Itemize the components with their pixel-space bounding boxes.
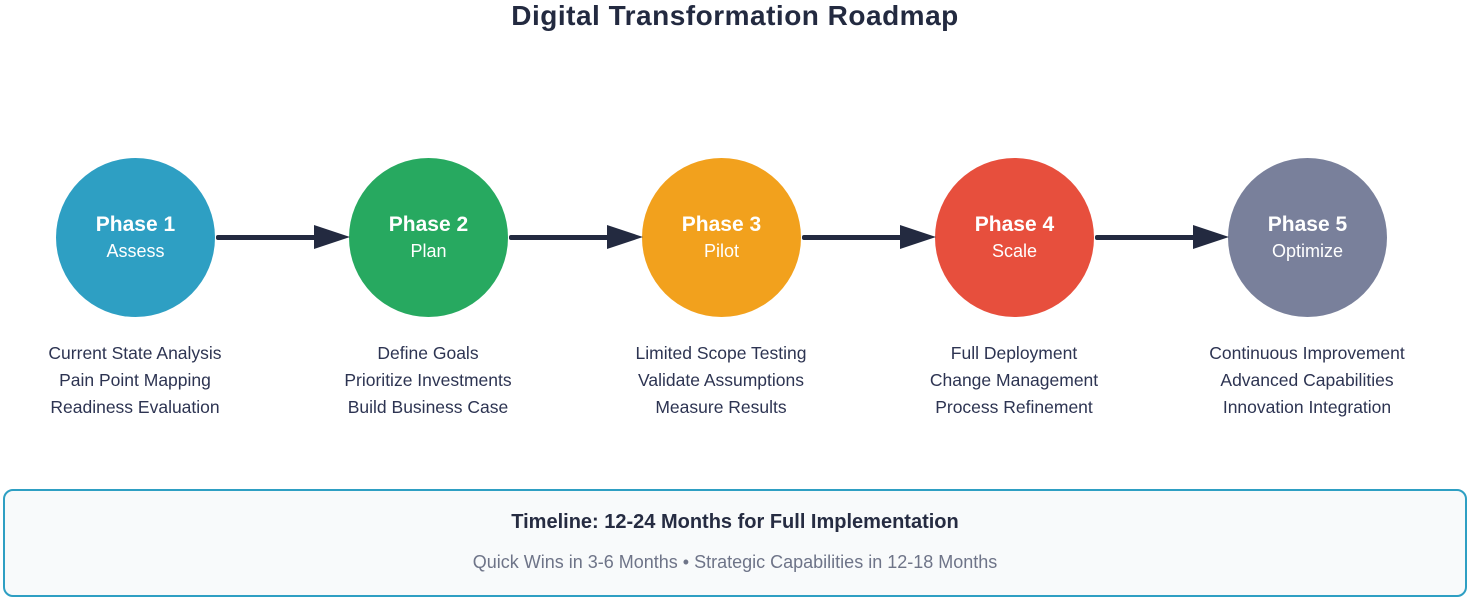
phase-1-circle: Phase 1 Assess	[56, 158, 215, 317]
arrow-connector-3	[802, 225, 938, 249]
phase-1-name: Assess	[106, 241, 165, 262]
phase-5-name: Optimize	[1271, 241, 1343, 262]
description-line: Process Refinement	[935, 397, 1093, 417]
description-line: Current State Analysis	[48, 343, 222, 363]
description-line: Limited Scope Testing	[635, 343, 807, 363]
description-line: Validate Assumptions	[637, 370, 805, 390]
phase-3-description: Limited Scope Testing Validate Assumptio…	[571, 340, 871, 421]
phase-3-name: Pilot	[703, 241, 739, 262]
phase-5-description: Continuous Improvement Advanced Capabili…	[1157, 340, 1457, 421]
arrow-head-icon	[314, 225, 350, 249]
phase-1-description: Current State Analysis Pain Point Mappin…	[0, 340, 285, 421]
description-line: Continuous Improvement	[1209, 343, 1405, 363]
page-title: Digital Transformation Roadmap	[511, 0, 959, 31]
description-line: Prioritize Investments	[344, 370, 512, 390]
description-line: Define Goals	[377, 343, 479, 363]
phase-5-circle: Phase 5 Optimize	[1228, 158, 1387, 317]
arrow-connector-4	[1095, 225, 1231, 249]
description-line: Readiness Evaluation	[50, 397, 220, 417]
arrow-line	[1095, 235, 1197, 240]
arrow-line	[802, 235, 904, 240]
arrow-head-icon	[900, 225, 936, 249]
description-line: Change Management	[929, 370, 1099, 390]
timeline-box: Timeline: 12-24 Months for Full Implemen…	[3, 489, 1467, 597]
phase-5-label: Phase 5	[1267, 212, 1348, 236]
arrow-line	[509, 235, 611, 240]
description-line: Build Business Case	[347, 397, 509, 417]
timeline-title: Timeline: 12-24 Months for Full Implemen…	[511, 511, 959, 533]
arrow-connector-1	[216, 225, 352, 249]
arrow-connector-2	[509, 225, 645, 249]
description-line: Pain Point Mapping	[59, 370, 211, 390]
description-line: Advanced Capabilities	[1220, 370, 1394, 390]
phase-3-label: Phase 3	[681, 212, 762, 236]
arrow-head-icon	[1193, 225, 1229, 249]
arrow-head-icon	[607, 225, 643, 249]
arrow-line	[216, 235, 318, 240]
phase-2-circle: Phase 2 Plan	[349, 158, 508, 317]
phase-2-description: Define Goals Prioritize Investments Buil…	[278, 340, 578, 421]
description-line: Full Deployment	[950, 343, 1078, 363]
phase-3-circle: Phase 3 Pilot	[642, 158, 801, 317]
phase-2-name: Plan	[410, 241, 447, 262]
phase-4-label: Phase 4	[974, 212, 1055, 236]
phase-4-circle: Phase 4 Scale	[935, 158, 1094, 317]
description-line: Measure Results	[655, 397, 787, 417]
phase-1-label: Phase 1	[95, 212, 176, 236]
description-line: Innovation Integration	[1222, 397, 1392, 417]
phase-4-description: Full Deployment Change Management Proces…	[864, 340, 1164, 421]
phase-2-label: Phase 2	[388, 212, 469, 236]
phase-4-name: Scale	[991, 241, 1038, 262]
timeline-subtitle: Quick Wins in 3-6 Months • Strategic Cap…	[472, 552, 998, 572]
